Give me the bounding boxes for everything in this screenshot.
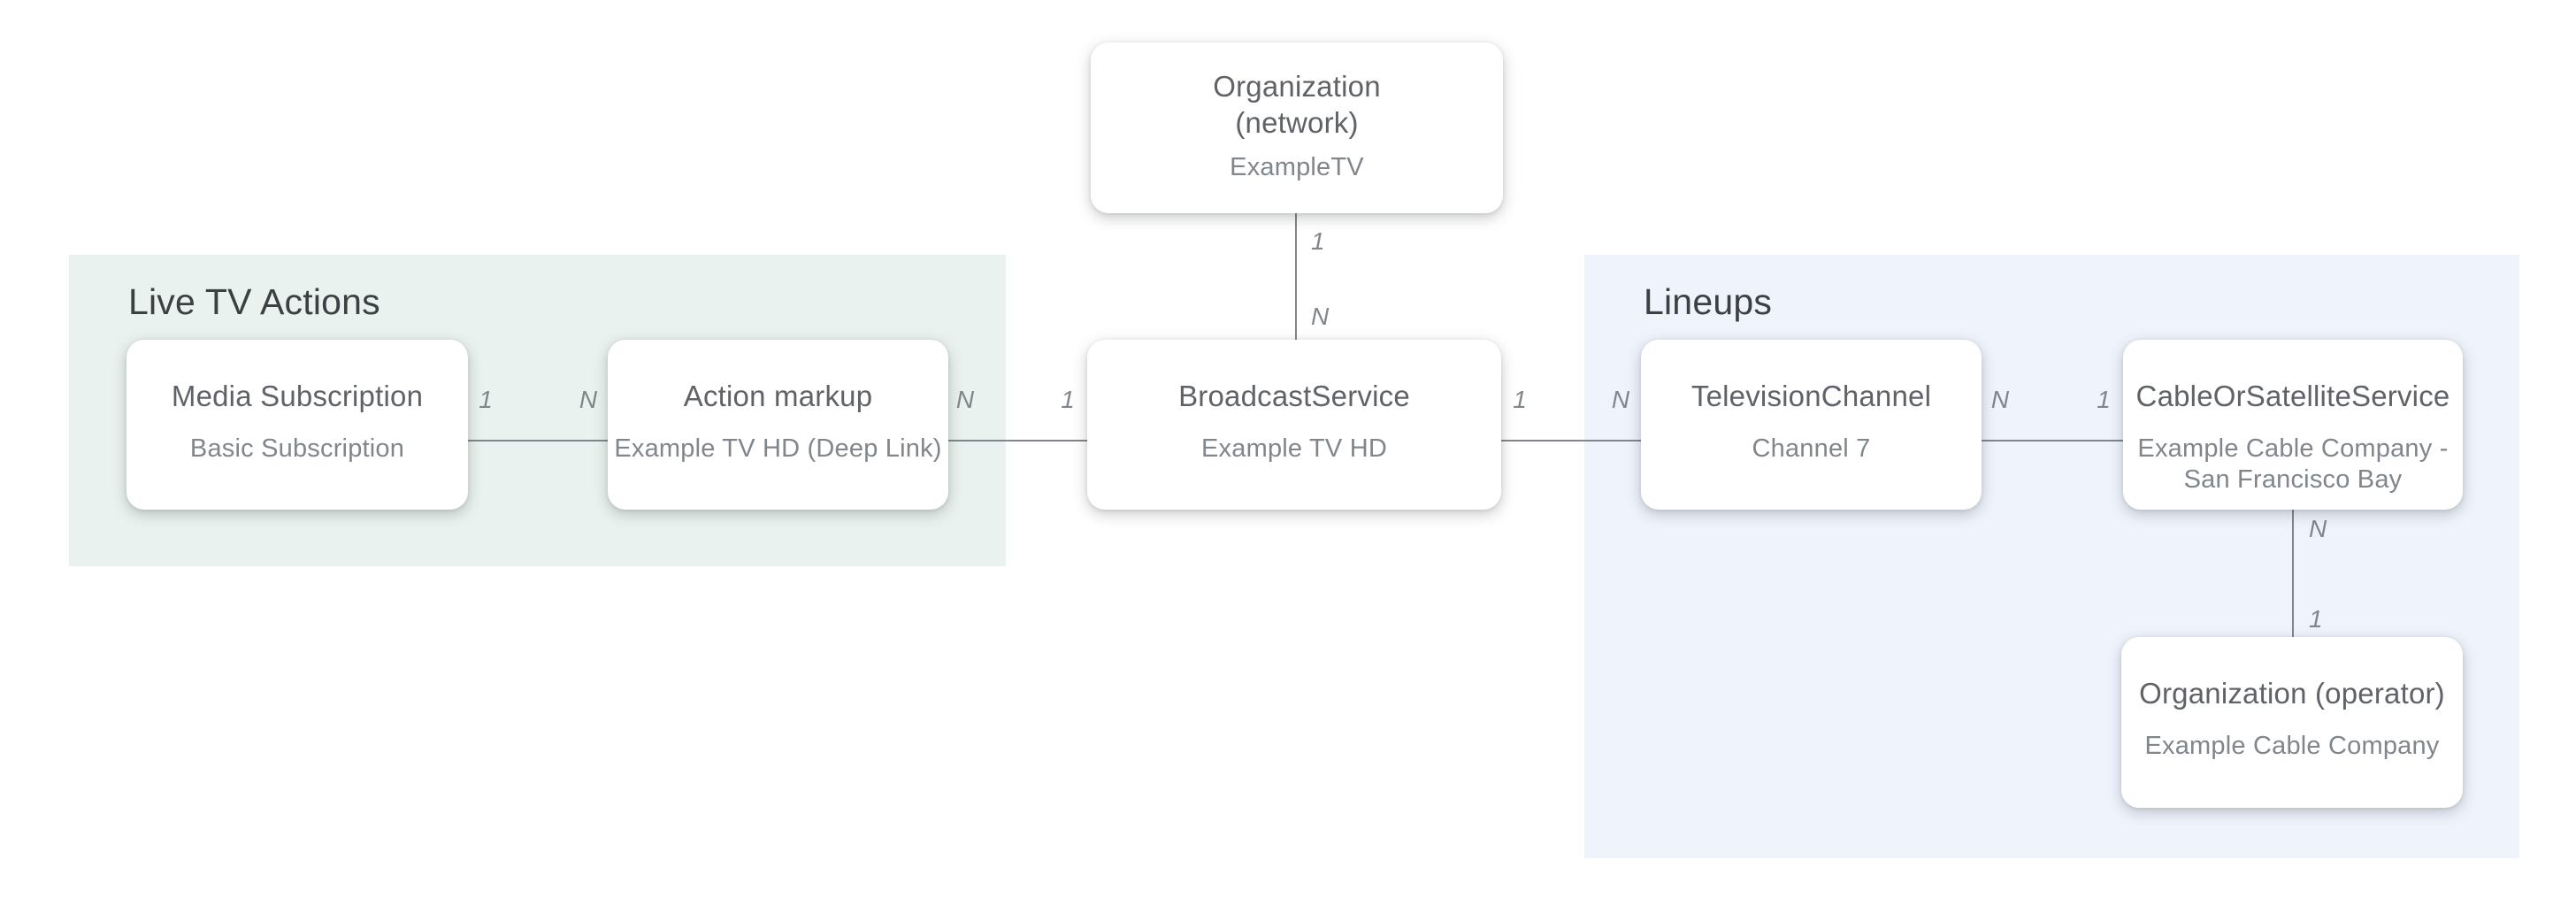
edge-cable-to-operator bbox=[2292, 510, 2294, 637]
node-television-channel: TelevisionChannel Channel 7 bbox=[1641, 340, 1982, 510]
node-cable-or-satellite-service: CableOrSatelliteService Example Cable Co… bbox=[2123, 340, 2463, 510]
node-media-subscription: Media Subscription Basic Subscription bbox=[126, 340, 468, 510]
cardinality-label: 1 bbox=[1311, 227, 1325, 255]
node-subtitle: Channel 7 bbox=[1752, 434, 1871, 463]
node-title: Organization (network) bbox=[1213, 70, 1381, 139]
cardinality-label: N bbox=[955, 386, 975, 413]
node-action-markup: Action markup Example TV HD (Deep Link) bbox=[608, 340, 948, 510]
edge-subscription-to-markup bbox=[468, 440, 608, 441]
node-subtitle: Basic Subscription bbox=[189, 434, 405, 463]
cardinality-label: 1 bbox=[1061, 386, 1075, 413]
edge-network-to-broadcast bbox=[1295, 213, 1297, 340]
edge-channel-to-cable bbox=[1982, 440, 2123, 441]
node-subtitle: Example TV HD bbox=[1201, 434, 1387, 463]
cardinality-label: N bbox=[1990, 386, 2010, 413]
cardinality-label: 1 bbox=[1513, 386, 1527, 413]
edge-broadcast-to-channel bbox=[1501, 440, 1641, 441]
cardinality-label: N bbox=[1311, 303, 1330, 330]
node-subtitle: ExampleTV bbox=[1230, 152, 1364, 181]
cardinality-label: N bbox=[579, 386, 598, 413]
node-title: BroadcastService bbox=[1178, 380, 1410, 412]
node-title: Organization (operator) bbox=[2139, 677, 2445, 710]
cardinality-label: N bbox=[1611, 386, 1630, 413]
group-label-live-tv-actions: Live TV Actions bbox=[128, 281, 380, 322]
cardinality-label: 1 bbox=[2097, 386, 2111, 413]
node-title: Action markup bbox=[683, 380, 873, 412]
node-subtitle: Example Cable Company - San Francisco Ba… bbox=[2137, 434, 2449, 494]
node-subtitle: Example TV HD (Deep Link) bbox=[614, 434, 942, 463]
cardinality-label: 1 bbox=[2309, 605, 2323, 633]
node-organization-operator: Organization (operator) Example Cable Co… bbox=[2121, 637, 2463, 808]
node-title: CableOrSatelliteService bbox=[2135, 380, 2450, 412]
node-organization-network: Organization (network) ExampleTV bbox=[1091, 42, 1503, 213]
node-broadcast-service: BroadcastService Example TV HD bbox=[1087, 340, 1501, 510]
group-label-lineups: Lineups bbox=[1644, 281, 1773, 322]
node-title: Media Subscription bbox=[171, 380, 424, 412]
edge-markup-to-broadcast bbox=[948, 440, 1087, 441]
cardinality-label: 1 bbox=[479, 386, 493, 413]
node-title: TelevisionChannel bbox=[1690, 380, 1932, 412]
cardinality-label: N bbox=[2309, 515, 2327, 542]
node-subtitle: Example Cable Company bbox=[2144, 731, 2440, 760]
